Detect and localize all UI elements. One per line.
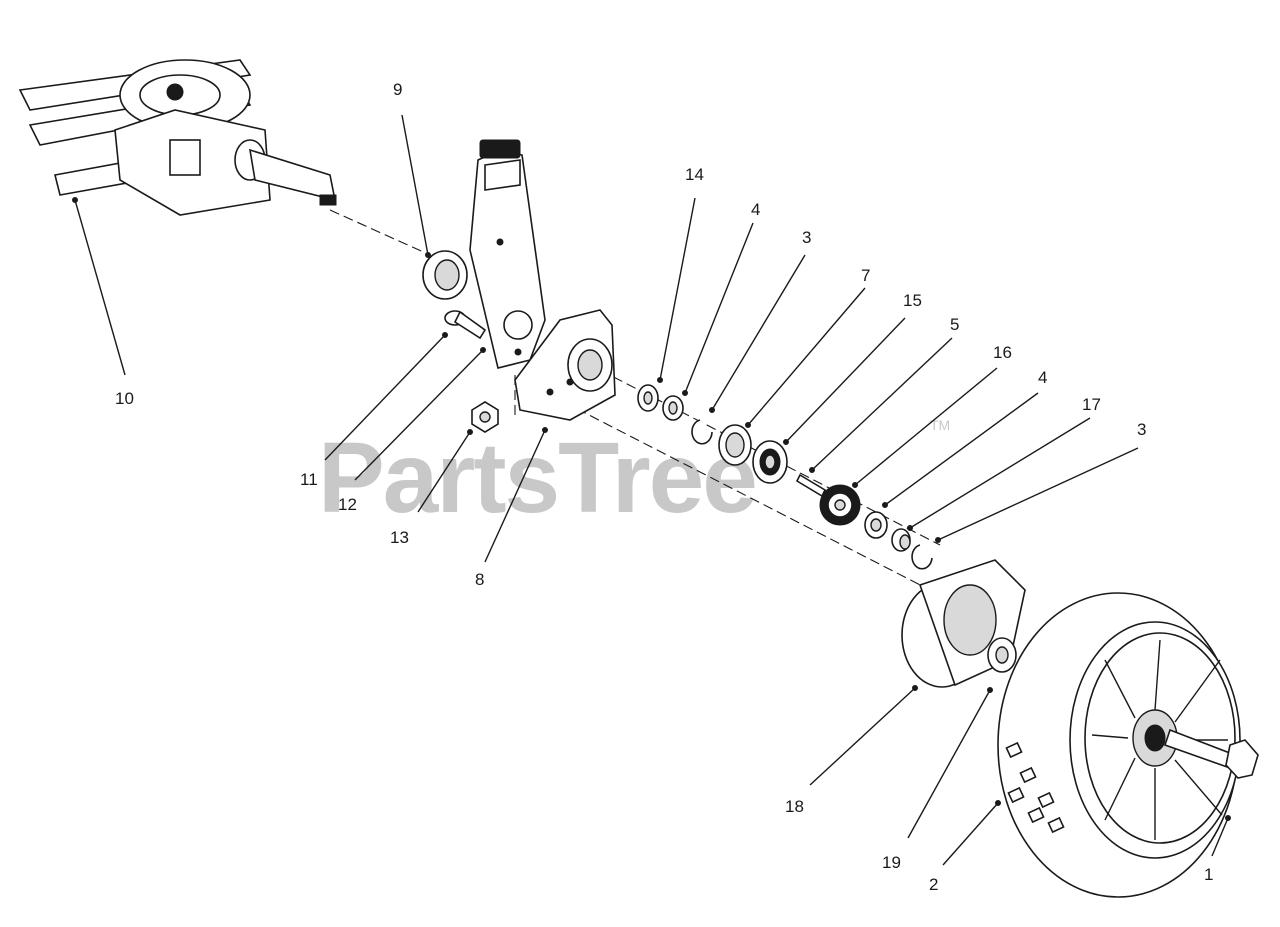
retaining-clip-part-3-lower bbox=[911, 544, 933, 570]
callout-10: 10 bbox=[115, 389, 134, 408]
callout-18: 18 bbox=[785, 797, 804, 816]
callout-1: 1 bbox=[1204, 865, 1213, 884]
washer-part-14 bbox=[637, 384, 659, 412]
bolt-part-1 bbox=[1163, 728, 1259, 779]
key-part-5 bbox=[795, 473, 827, 498]
callout-11: 11 bbox=[300, 470, 318, 489]
watermark-trademark: TM bbox=[930, 417, 950, 433]
callout-5: 5 bbox=[950, 315, 959, 334]
callout-2: 2 bbox=[929, 875, 938, 894]
bushing-part-9 bbox=[422, 250, 468, 300]
pinion-gear-part-16 bbox=[819, 484, 861, 526]
callout-12: 12 bbox=[338, 495, 357, 514]
bearing-part-15 bbox=[752, 440, 788, 484]
callout-9: 9 bbox=[393, 80, 402, 99]
axle-axis-line bbox=[329, 209, 431, 256]
callout-4-upper: 4 bbox=[751, 200, 760, 219]
callout-17: 17 bbox=[1082, 395, 1101, 414]
retaining-clip-part-3-upper bbox=[691, 419, 713, 445]
washer-part-4-upper bbox=[662, 395, 684, 421]
callout-labels: 9 10 11 12 13 8 14 4 3 7 15 5 16 4 17 3 … bbox=[115, 80, 1213, 894]
wheel-axis-line bbox=[549, 394, 931, 591]
tire-tread bbox=[1005, 741, 1065, 834]
washer-part-4-lower bbox=[864, 511, 888, 539]
callout-15: 15 bbox=[903, 291, 922, 310]
transmission-assembly bbox=[18, 59, 337, 216]
callout-19: 19 bbox=[882, 853, 901, 872]
callout-13: 13 bbox=[390, 528, 409, 547]
callout-4-lower: 4 bbox=[1038, 368, 1047, 387]
spacer-part-17 bbox=[891, 528, 911, 552]
callout-16: 16 bbox=[993, 343, 1012, 362]
callout-3-upper: 3 bbox=[802, 228, 811, 247]
callout-7: 7 bbox=[861, 266, 870, 285]
nut-part-13 bbox=[471, 401, 499, 433]
bushing-part-19 bbox=[987, 637, 1017, 673]
wheel-part-2 bbox=[997, 592, 1241, 898]
seal-part-7 bbox=[718, 424, 752, 466]
leader-lines bbox=[72, 114, 1231, 866]
housing-plate-part-8 bbox=[514, 309, 616, 421]
watermark-text: PartsTree bbox=[318, 422, 756, 534]
bolt-part-11 bbox=[444, 310, 487, 340]
callout-8: 8 bbox=[475, 570, 484, 589]
height-bracket-part-12 bbox=[469, 139, 546, 369]
callout-3-lower: 3 bbox=[1137, 420, 1146, 439]
callout-14: 14 bbox=[685, 165, 704, 184]
